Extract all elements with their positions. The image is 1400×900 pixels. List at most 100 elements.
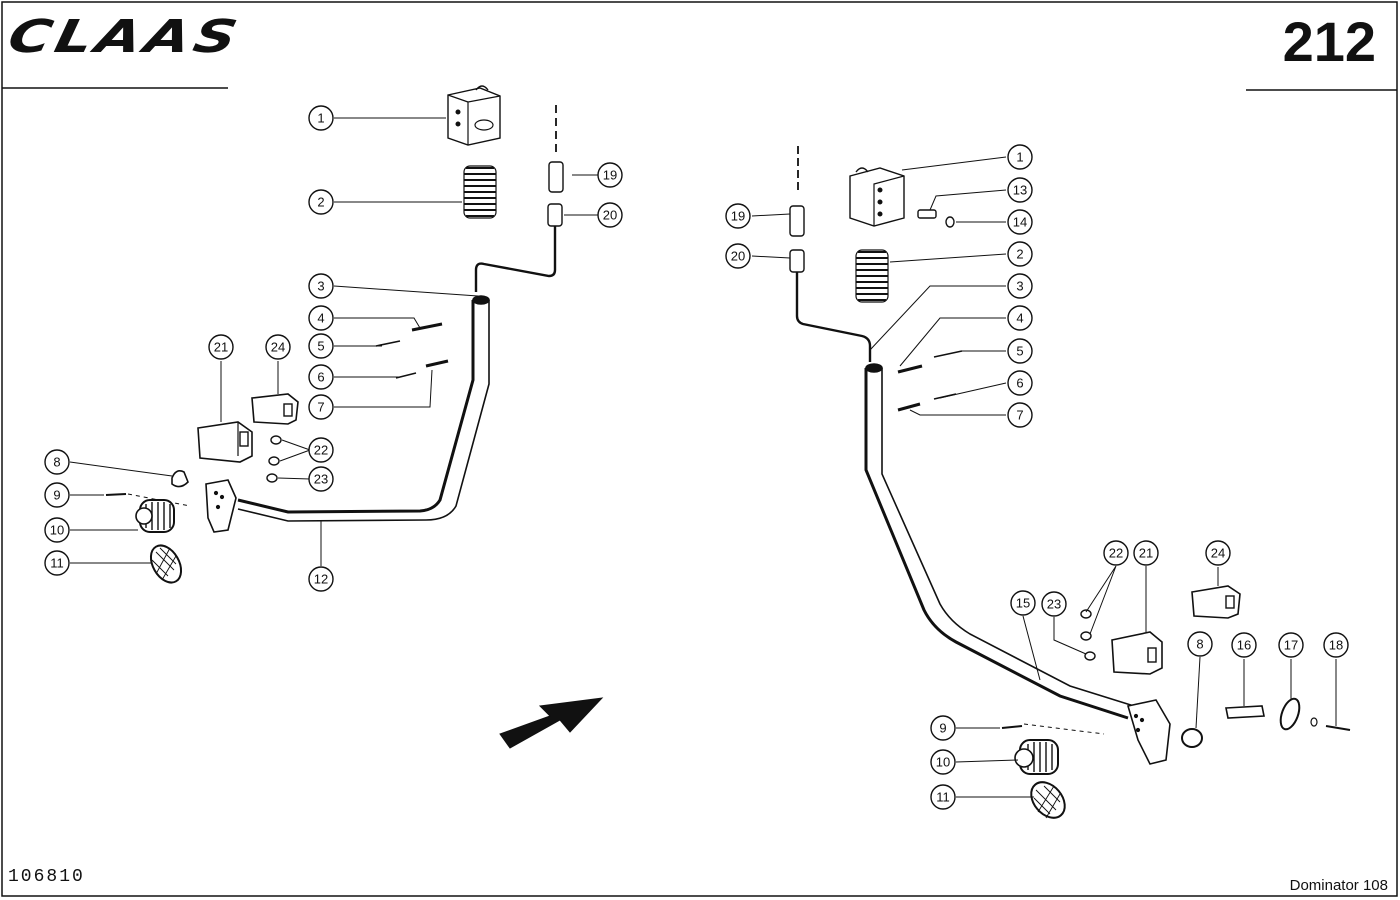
callout-circle [725,203,751,229]
callout-label: 15 [1016,596,1030,611]
callout-right-18: 18 [1323,632,1349,658]
callout-circle [1205,540,1231,566]
callout-circle [265,334,291,360]
callout-right-24: 24 [1205,540,1231,566]
callout-circle [1007,338,1033,364]
callout-left-10: 10 [44,517,70,543]
callout-circle [208,334,234,360]
callout-label: 1 [317,111,324,126]
callout-label: 6 [317,370,324,385]
left-assembly [69,85,610,584]
callout-right-5: 5 [1007,338,1033,364]
doc-number: 106810 [8,867,85,887]
callout-right-10: 10 [930,749,956,775]
callout-left-8: 8 [44,449,70,475]
cable-right [795,272,872,362]
callout-right-3: 3 [1007,273,1033,299]
callout-label: 8 [1196,637,1203,652]
callout-right-9: 9 [930,715,956,741]
pin-5-right [933,350,963,358]
callout-label: 8 [53,455,60,470]
callout-circle [308,394,334,420]
bracket-right [849,167,905,227]
callout-right-8: 8 [1187,631,1213,657]
right-assembly [751,146,1351,819]
lamp-body-10-right [1014,739,1059,775]
callout-circle [1007,305,1033,331]
pin-5-left [375,340,401,347]
callout-left-12: 12 [308,566,334,592]
leaders-left [69,117,610,566]
callout-label: 7 [317,400,324,415]
screw-18-right [1325,725,1351,731]
callout-circle [930,784,956,810]
callout-right-13: 13 [1007,177,1033,203]
callout-right-14: 14 [1007,209,1033,235]
callout-left-11: 11 [44,550,70,576]
callout-circle [725,243,751,269]
callout-label: 3 [317,279,324,294]
callout-circle [308,333,334,359]
callout-circle [1010,590,1036,616]
callout-label: 11 [50,556,64,571]
callout-label: 12 [314,572,328,587]
callout-label: 4 [317,311,324,326]
holder-8-left [171,470,189,488]
leaders-right [751,156,1337,798]
lamp-21-right [1111,631,1163,675]
callout-label: 3 [1016,279,1023,294]
callout-label: 14 [1013,215,1027,230]
callout-right-17: 17 [1278,632,1304,658]
pin-4-left [411,322,443,332]
cable-left [474,226,557,292]
callout-circle [1278,632,1304,658]
callout-label: 17 [1284,638,1298,653]
callout-label: 2 [1016,247,1023,262]
callout-circle [1007,241,1033,267]
pin-4-right [897,364,923,374]
callout-circle [1007,209,1033,235]
callout-label: 1 [1016,150,1023,165]
callout-right-11: 11 [930,784,956,810]
callout-label: 22 [314,443,328,458]
callout-right-1: 1 [1007,144,1033,170]
bracket-16-right [1225,705,1265,719]
bulb-23-right [1084,651,1096,661]
callout-right-6: 6 [1007,370,1033,396]
bulb-22b-left [268,456,280,466]
callout-label: 20 [731,249,745,264]
callout-right-15: 15 [1010,590,1036,616]
callout-label: 22 [1109,546,1123,561]
pin-7-right [897,402,921,412]
callout-circle [308,105,334,131]
callout-right-22: 22 [1103,540,1129,566]
tube-left-inner [237,300,490,522]
callout-right-21: 21 [1133,540,1159,566]
screw-9-right [1001,725,1023,729]
holder-8-right [1181,728,1203,748]
callout-right-2: 2 [1007,241,1033,267]
reflector-17-right [1279,697,1301,731]
connector-20-right [789,249,805,273]
callout-left-22: 22 [308,437,334,463]
callout-circle [1231,632,1257,658]
callout-left-2: 2 [308,189,334,215]
callout-circle [1007,273,1033,299]
callout-circle [44,517,70,543]
callout-left-4: 4 [308,305,334,331]
callout-label: 13 [1013,183,1027,198]
callout-circle [1007,177,1033,203]
spring-left [463,165,497,219]
callout-label: 10 [50,523,64,538]
callout-circle [597,162,623,188]
callout-label: 23 [1047,597,1061,612]
callout-label: 20 [603,208,617,223]
callout-circle [1133,540,1159,566]
connector-19-right [789,205,805,237]
callout-circle [597,202,623,228]
callout-label: 5 [1016,344,1023,359]
callout-right-7: 7 [1007,402,1033,428]
